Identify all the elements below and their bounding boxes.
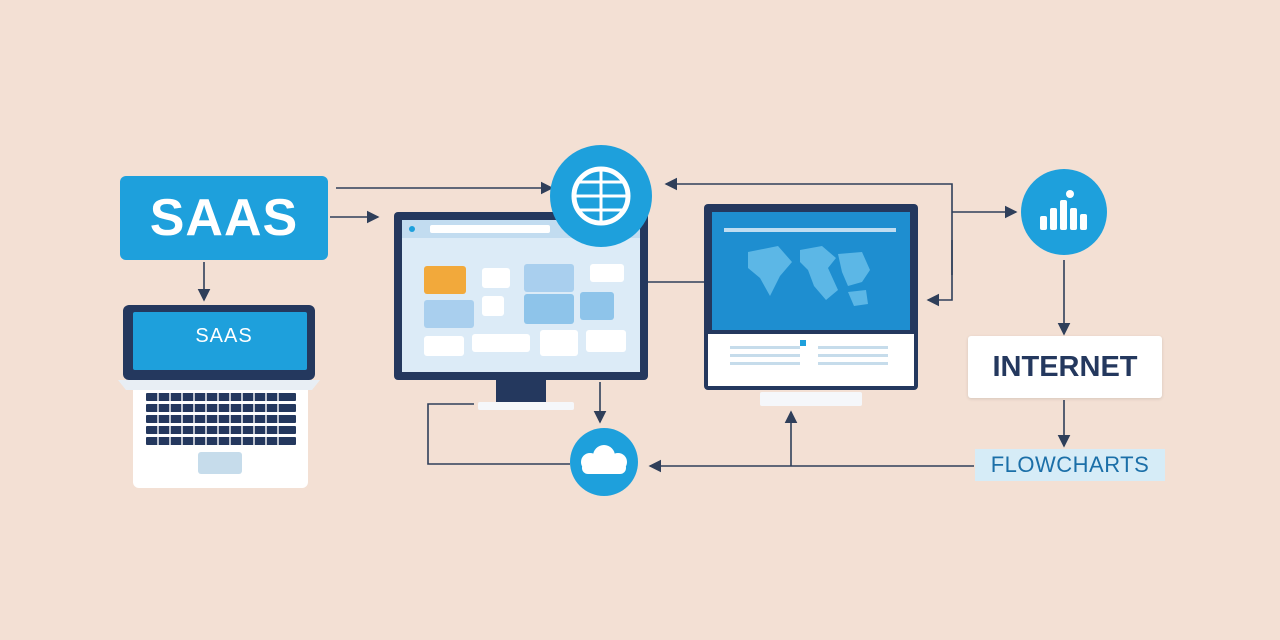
node-cloud-users [570,428,638,496]
flowcharts-label: FLOWCHARTS [990,452,1150,477]
laptop-keyboard [146,393,296,445]
internet-label: INTERNET [968,336,1162,398]
right-monitor [704,204,918,406]
screen-card-orange [424,266,466,294]
right-monitor-stand [760,392,862,406]
center-monitor [394,212,648,410]
saas-badge-box [120,176,328,260]
connector-lines [197,177,1071,473]
cloud-users-icon [581,445,627,474]
saas-badge-label: SAAS [149,189,299,247]
laptop-screen-label: SAAS [195,324,253,347]
node-bar-chart [1021,169,1107,255]
bar-chart-icon [1040,200,1087,230]
flowcharts-box [975,449,1165,481]
node-globe [550,145,652,247]
edge-feedback-right-monitor [926,240,953,307]
laptop [118,305,320,488]
laptop-trackpad [198,452,242,474]
world-map [748,246,870,306]
edge-loop-left [427,403,570,465]
center-monitor-stand [478,402,574,410]
laptop-screen [133,312,307,370]
